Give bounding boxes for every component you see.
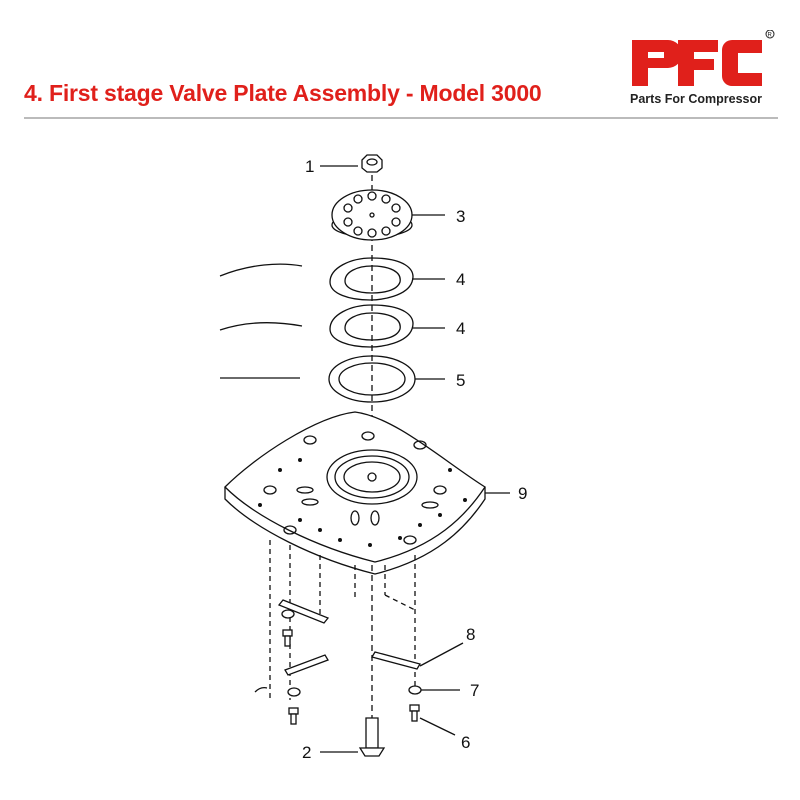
callout-9: 9 <box>518 484 527 503</box>
part-spring-clip <box>254 686 268 693</box>
part-spring-upper <box>219 257 414 301</box>
part-retainer <box>331 189 413 241</box>
pfc-logo: R <box>632 30 775 86</box>
part-reed-left-upper <box>277 599 330 624</box>
callout-6: 6 <box>461 733 470 752</box>
part-reed-left-lower <box>284 654 329 676</box>
callout-4-lower: 4 <box>456 319 465 338</box>
callout-1: 1 <box>305 157 314 176</box>
logo-tagline: Parts For Compressor <box>630 92 762 106</box>
part-valve-disc <box>220 355 416 403</box>
part-spring-lower <box>219 304 414 348</box>
callout-3: 3 <box>456 207 465 226</box>
part-nut <box>361 154 383 173</box>
callout-7: 7 <box>470 681 479 700</box>
page-title: 4. First stage Valve Plate Assembly - Mo… <box>24 80 542 106</box>
svg-text:R: R <box>768 33 773 39</box>
part-screws <box>282 629 420 757</box>
callout-8: 8 <box>466 625 475 644</box>
leader-lines <box>320 165 510 753</box>
callout-2: 2 <box>302 743 311 762</box>
part-valve-plate <box>224 411 486 575</box>
part-washers <box>281 609 422 697</box>
part-reed-right <box>370 651 422 670</box>
callout-5: 5 <box>456 371 465 390</box>
header-divider <box>24 117 778 119</box>
callout-4-upper: 4 <box>456 270 465 289</box>
